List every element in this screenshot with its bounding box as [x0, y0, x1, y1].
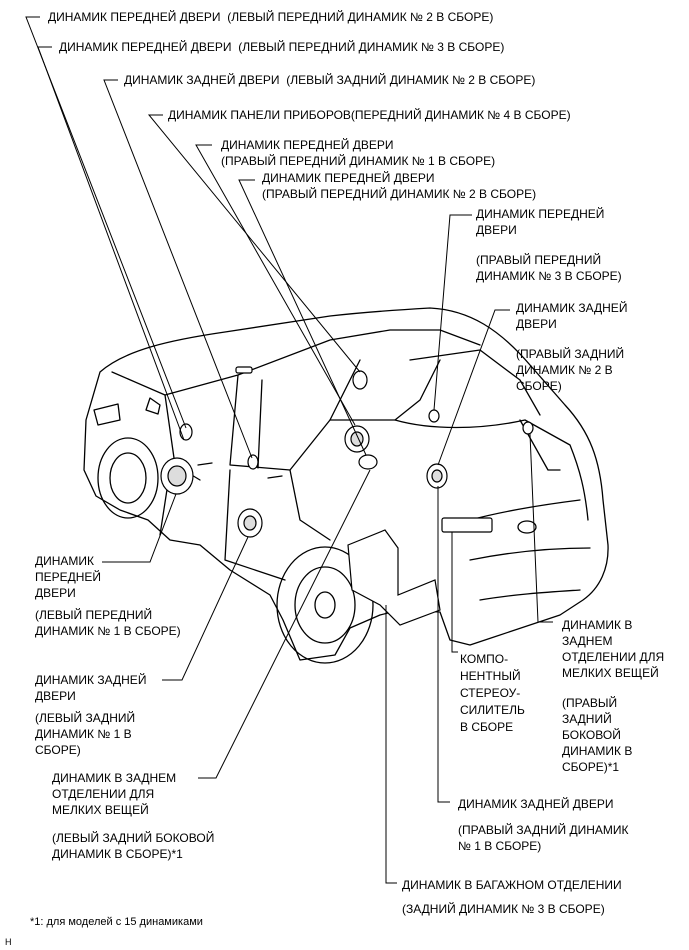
label-assembly: (ПРАВЫЙ ЗАДНИЙ ДИНАМИК № 1 В СБОРЕ): [458, 823, 629, 853]
label-name: ДИНАМИК ПЕРЕДНЕЙ ДВЕРИ: [59, 40, 232, 54]
speaker-front-door-left-2: [179, 423, 193, 441]
label-stereo-amplifier: КОМПО- НЕНТНЫЙ СТЕРЕОУ- СИЛИТЕЛЬ В СБОРЕ: [460, 652, 525, 734]
label-front-door-left-2: ДИНАМИК ПЕРЕДНЕЙ ДВЕРИ (ЛЕВЫЙ ПЕРЕДНИЙ Д…: [48, 9, 493, 25]
label-assembly: (ПРАВЫЙ ПЕРЕДНИЙ ДИНАМИК № 3 В СБОРЕ): [476, 253, 622, 283]
label-assembly: (ПРАВЫЙ ЗАДНИЙ БОКОВОЙ ДИНАМИК В СБОРЕ)*…: [562, 696, 633, 774]
label-name: ДИНАМИК ПЕРЕДНЕЙ ДВЕРИ: [35, 554, 102, 600]
label-luggage-speaker: ДИНАМИК В БАГАЖНОМ ОТДЕЛЕНИИ (ЗАДНИЙ ДИНА…: [402, 877, 622, 917]
stereo-amplifier: [441, 517, 493, 533]
label-rear-door-right-2: ДИНАМИК ЗАДНЕЙ ДВЕРИ (ПРАВЫЙ ЗАДНИЙ ДИНАМ…: [516, 300, 627, 394]
label-name: ДИНАМИК В БАГАЖНОМ ОТДЕЛЕНИИ: [402, 878, 622, 892]
label-name: ДИНАМИК ПЕРЕДНЕЙ ДВЕРИ: [221, 138, 394, 152]
label-assembly: (ЛЕВЫЙ ЗАДНИЙ ДИНАМИК № 1 В СБОРЕ): [35, 711, 136, 757]
label-assembly: (ЛЕВЫЙ ПЕРЕДНИЙ ДИНАМИК № 1 В СБОРЕ): [35, 608, 181, 638]
label-front-door-right-2: ДИНАМИК ПЕРЕДНЕЙ ДВЕРИ (ПРАВЫЙ ПЕРЕДНИЙ Д…: [262, 170, 536, 202]
label-name: ДИНАМИК ПЕРЕДНЕЙ ДВЕРИ: [262, 171, 435, 185]
label-assembly: (ЛЕВЫЙ ЗАДНИЙ БОКОВОЙ ДИНАМИК В СБОРЕ)*1: [52, 831, 215, 861]
label-name: ДИНАМИК ПЕРЕДНЕЙ ДВЕРИ: [476, 207, 605, 237]
label-name: ДИНАМИК ЗАДНЕЙ ДВЕРИ: [516, 301, 628, 331]
label-front-door-left-3: ДИНАМИК ПЕРЕДНЕЙ ДВЕРИ (ЛЕВЫЙ ПЕРЕДНИЙ Д…: [59, 39, 504, 55]
rear-wheel: [276, 546, 374, 664]
label-rear-door-right-1: ДИНАМИК ЗАДНЕЙ ДВЕРИ (ПРАВЫЙ ЗАДНИЙ ДИНАМ…: [458, 796, 628, 854]
label-assembly: (ПРАВЫЙ ПЕРЕДНИЙ ДИНАМИК № 1 В СБОРЕ): [221, 154, 496, 168]
label-name: ДИНАМИК ЗАДНЕЙ ДВЕРИ: [458, 797, 614, 811]
luggage-speaker-box: [347, 529, 441, 626]
label-assembly: (ЗАДНИЙ ДИНАМИК № 3 В СБОРЕ): [402, 902, 605, 916]
footnote: *1: для моделей с 15 динамиками: [30, 916, 203, 928]
speaker-front-door-right-3: [428, 409, 440, 423]
label-assembly: (ПРАВЫЙ ЗАДНИЙ ДИНАМИК № 2 В СБОРЕ): [516, 347, 625, 393]
speaker-rear-door-right-2: [522, 421, 534, 435]
speaker-dash-top: [235, 366, 253, 374]
label-assembly: (ЛЕВЫЙ ПЕРЕДНИЙ ДИНАМИК № 3 В СБОРЕ): [238, 40, 505, 54]
label-name: ДИНАМИК ЗАДНЕЙ ДВЕРИ: [124, 73, 280, 87]
label-assembly: (ЛЕВЫЙ ПЕРЕДНИЙ ДИНАМИК № 2 В СБОРЕ): [227, 10, 494, 24]
speaker-rear-door-left-2: [247, 454, 259, 470]
label-name: ДИНАМИК В ЗАДНЕМ ОТДЕЛЕНИИ ДЛЯ МЕЛКИХ ВЕ…: [52, 771, 177, 817]
label-name: ДИНАМИК ПЕРЕДНЕЙ ДВЕРИ: [48, 10, 221, 24]
label-name: ДИНАМИК ЗАДНЕЙ ДВЕРИ: [35, 673, 147, 703]
label-front-door-right-3: ДИНАМИК ПЕРЕДНЕЙ ДВЕРИ (ПРАВЫЙ ПЕРЕДНИЙ Д…: [476, 206, 622, 284]
label-name: ДИНАМИК В ЗАДНЕМ ОТДЕЛЕНИИ ДЛЯ МЕЛКИХ ВЕ…: [562, 618, 665, 680]
label-assembly: (ЛЕВЫЙ ЗАДНИЙ ДИНАМИК № 2 В СБОРЕ): [286, 73, 536, 87]
label-front-door-right-1: ДИНАМИК ПЕРЕДНЕЙ ДВЕРИ (ПРАВЫЙ ПЕРЕДНИЙ Д…: [221, 137, 495, 169]
label-rear-side-left: ДИНАМИК В ЗАДНЕМ ОТДЕЛЕНИИ ДЛЯ МЕЛКИХ ВЕ…: [52, 770, 214, 862]
label-rear-door-left-2: ДИНАМИК ЗАДНЕЙ ДВЕРИ (ЛЕВЫЙ ЗАДНИЙ ДИНАМ…: [124, 72, 535, 88]
label-front-door-left-1: ДИНАМИК ПЕРЕДНЕЙ ДВЕРИ (ЛЕВЫЙ ПЕРЕДНИЙ ДИ…: [35, 553, 181, 639]
corner-mark: H: [5, 937, 12, 947]
label-rear-side-right: ДИНАМИК В ЗАДНЕМ ОТДЕЛЕНИИ ДЛЯ МЕЛКИХ ВЕ…: [562, 617, 664, 775]
label-rear-door-left-1: ДИНАМИК ЗАДНЕЙ ДВЕРИ (ЛЕВЫЙ ЗАДНИЙ ДИНАМИ…: [35, 672, 146, 758]
speaker-front-door-right-2: [358, 454, 378, 470]
label-instrument-panel-speaker: ДИНАМИК ПАНЕЛИ ПРИБОРОВ(ПЕРЕДНИЙ ДИНАМИК…: [168, 108, 571, 122]
label-assembly: (ПРАВЫЙ ПЕРЕДНИЙ ДИНАМИК № 2 В СБОРЕ): [262, 187, 537, 201]
speaker-instrument-panel: [352, 370, 368, 390]
front-wheel: [97, 437, 159, 519]
